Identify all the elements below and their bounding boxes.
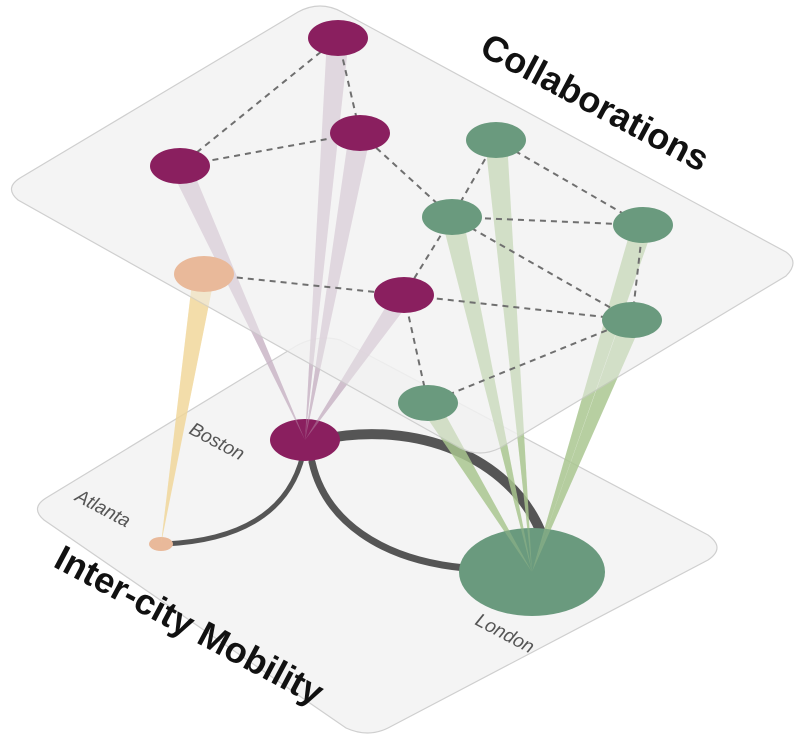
beam-upper-b4 (305, 295, 415, 440)
city-nodes (149, 419, 605, 616)
collab-node-b2-boston (150, 148, 210, 184)
beam-upper-a1 (161, 274, 215, 544)
collab-node-l1-london (466, 122, 526, 158)
collab-node-b3-boston (330, 115, 390, 151)
flow-atlanta-boston (162, 442, 308, 547)
beam-upper-l2 (441, 217, 532, 572)
collab-node-l2-london (422, 199, 482, 235)
edge-a1-b4 (203, 273, 405, 296)
edge-b1-b2 (179, 37, 339, 167)
collab-node-l5-london (398, 385, 458, 421)
edge-b4-l4 (403, 294, 633, 321)
beam-l5-to-london (417, 403, 532, 572)
edge-b2-b3 (179, 132, 361, 167)
beam-upper-l5 (417, 403, 532, 572)
collab-node-b1-boston (308, 20, 368, 56)
collaboration-nodes (150, 20, 673, 421)
city-node-boston (270, 419, 340, 461)
collaborations-plane (10, 5, 794, 454)
flow-london-boston (308, 458, 469, 572)
beam-upper-l1 (485, 140, 532, 572)
collab-node-b4-boston (374, 277, 434, 313)
beam-l4-to-london (532, 320, 643, 572)
city-node-atlanta (149, 537, 173, 551)
collab-node-l3-london (613, 207, 673, 243)
edge-b4-l5 (403, 294, 429, 404)
collab-node-l4-london (602, 302, 662, 338)
beam-upper-b2 (169, 166, 305, 440)
collab-node-a1-atlanta (174, 256, 234, 292)
beam-upper-l4 (532, 320, 643, 572)
edge-l2-l4 (451, 216, 633, 321)
edge-l2-l3 (451, 216, 644, 226)
edge-l5-l4 (427, 319, 633, 404)
beam-a1-to-atlanta (161, 274, 215, 544)
beam-upper-b3 (305, 133, 371, 440)
city-node-london (459, 528, 605, 616)
